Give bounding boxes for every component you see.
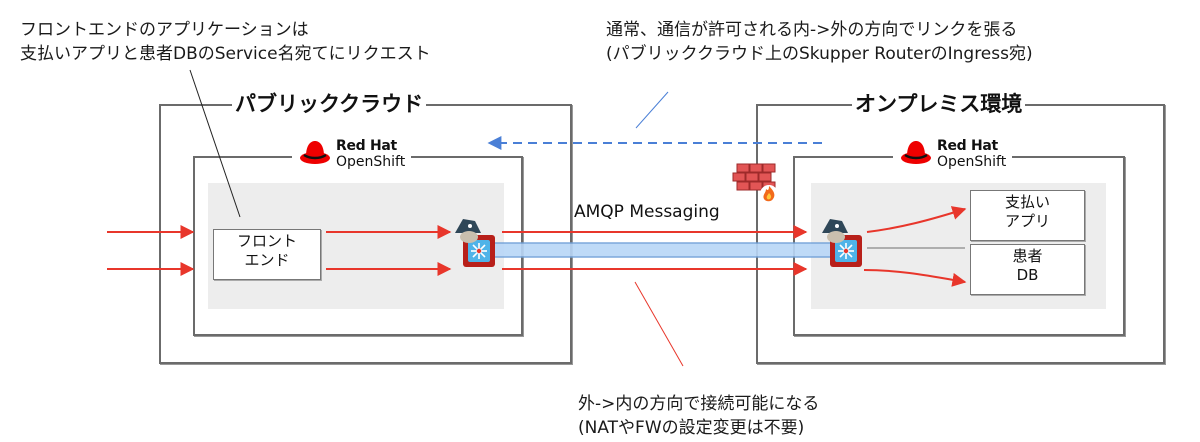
frontend-note-line-2: 支払いアプリと患者DBのService名宛てにリクエスト <box>20 44 431 64</box>
amqp-link-label: AMQP Messaging <box>574 202 720 222</box>
patient-db-label-line-1: 患者 <box>1012 247 1043 265</box>
link-note-leader <box>635 91 669 129</box>
inbound-note: 外->内の方向で接続可能になる (NATやFWの設定変更は不要) <box>578 392 819 440</box>
frontend-label-line-2: エンド <box>244 251 290 269</box>
public-cloud-title: パブリッククラウド <box>232 91 427 117</box>
link-direction-note: 通常、通信が許可される内->外の方向でリンクを張る (パブリッククラウド上のSk… <box>606 18 1033 66</box>
inbound-note-leader <box>634 281 684 367</box>
public-brand-label: Red Hat <box>336 138 397 154</box>
on-premise-title: オンプレミス環境 <box>852 91 1026 117</box>
onprem-product-label: OpenShift <box>937 154 1007 170</box>
frontend-service[interactable]: フロント エンド <box>213 229 321 280</box>
onprem-openshift-logo: Red Hat OpenShift <box>893 138 1013 170</box>
public-product-label: OpenShift <box>336 154 406 170</box>
public-openshift-logo: Red Hat OpenShift <box>292 138 412 170</box>
frontend-label-line-1: フロント <box>236 232 297 250</box>
payment-label-line-1: 支払い <box>1004 193 1050 211</box>
onprem-brand-label: Red Hat <box>937 138 998 154</box>
redhat-hat-icon <box>901 141 931 164</box>
inbound-note-line-2: (NATやFWの設定変更は不要) <box>578 418 805 438</box>
inbound-note-line-1: 外->内の方向で接続可能になる <box>578 394 820 414</box>
link-note-line-2: (パブリッククラウド上のSkupper RouterのIngress宛) <box>606 44 1033 64</box>
payment-label-line-2: アプリ <box>1004 212 1050 230</box>
frontend-note: フロントエンドのアプリケーションは 支払いアプリと患者DBのService名宛て… <box>20 18 431 66</box>
payment-app-service[interactable]: 支払い アプリ <box>970 190 1085 241</box>
patient-db-label-line-2: DB <box>1016 266 1039 284</box>
link-note-line-1: 通常、通信が許可される内->外の方向でリンクを張る <box>606 20 1018 40</box>
redhat-hat-icon <box>300 141 330 164</box>
frontend-note-line-1: フロントエンドのアプリケーションは <box>20 20 309 40</box>
patient-db-service[interactable]: 患者 DB <box>970 244 1085 295</box>
